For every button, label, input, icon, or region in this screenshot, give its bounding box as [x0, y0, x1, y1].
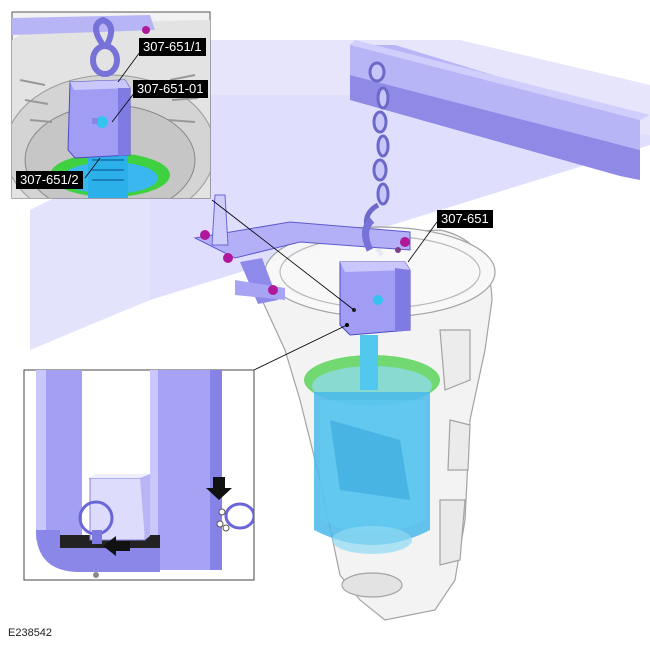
- figure-id: E238542: [8, 627, 53, 639]
- inset-top-detail: [11, 11, 211, 199]
- callout-307-651: 307-651: [437, 210, 493, 228]
- inset-bottom-detail: [23, 369, 255, 581]
- callout-307-651-01: 307-651-01: [133, 80, 208, 98]
- callout-307-651-2: 307-651/2: [16, 171, 83, 189]
- hook-block: [339, 217, 411, 336]
- clutch-drum-assembly: [314, 335, 430, 554]
- leader-lines: [211, 199, 438, 371]
- arrow-down-icon: [206, 477, 232, 500]
- callout-307-651-1: 307-651/1: [139, 38, 206, 56]
- arrow-left-icon: [103, 536, 130, 556]
- lifting-bracket: [193, 194, 411, 304]
